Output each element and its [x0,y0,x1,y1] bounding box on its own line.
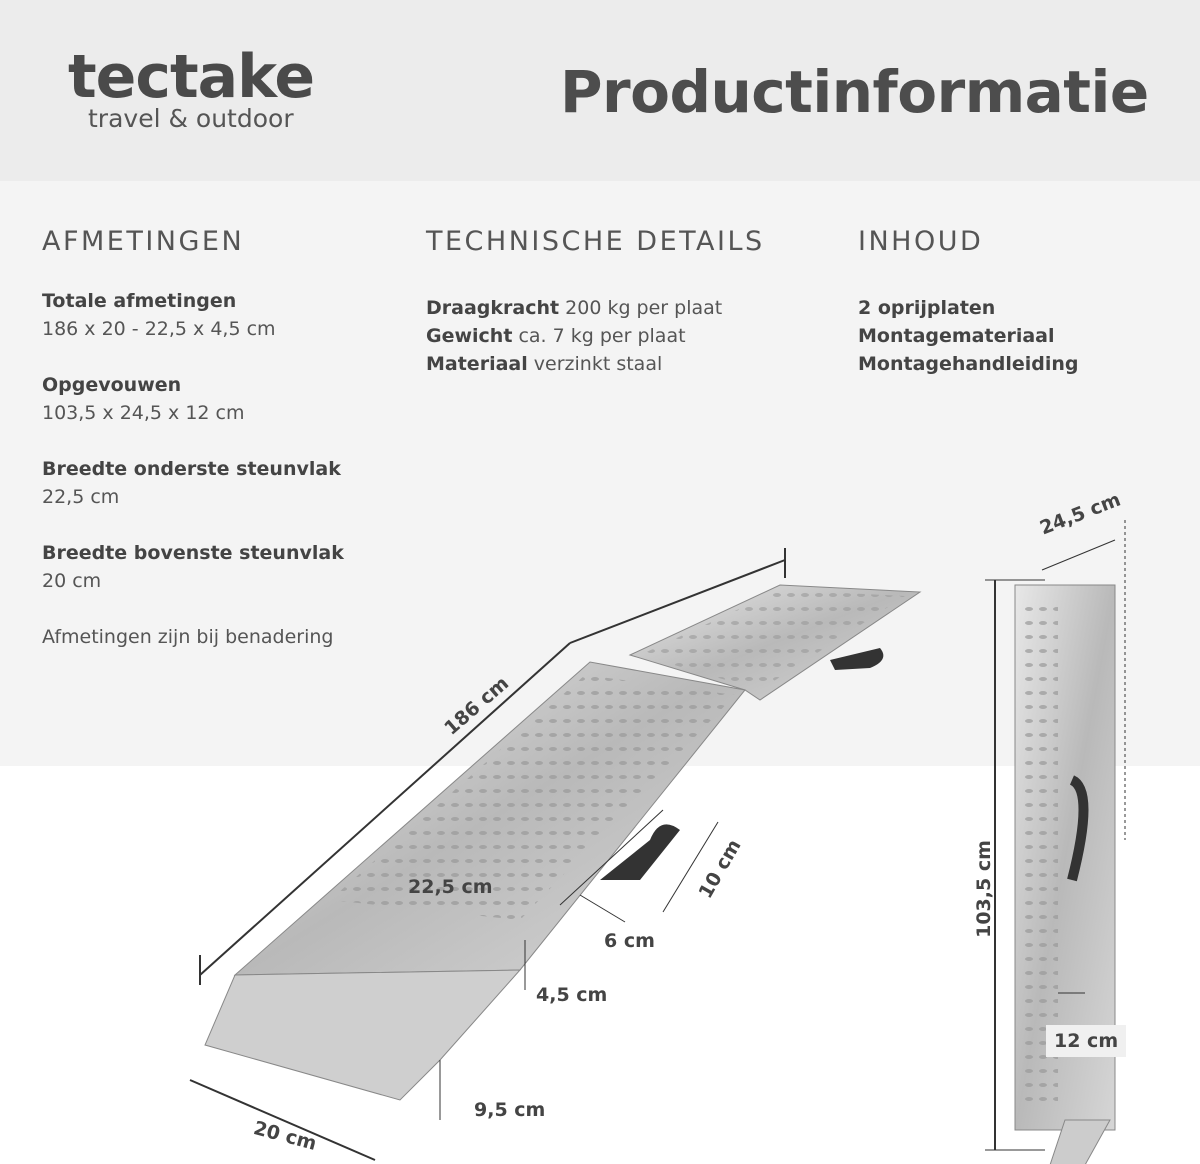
spec-value: 103,5 x 24,5 x 12 cm [42,402,245,424]
brand-tagline: travel & outdoor [88,104,294,133]
content-item: Montagehandleiding [858,353,1079,375]
spec-label: Draagkracht [426,297,560,319]
spec-label: Materiaal [426,353,528,375]
ramp-handle-upper [830,648,884,670]
dim-lower-width: 22,5 cm [408,876,493,898]
spec-value: 200 kg per plaat [565,297,723,319]
spec-value: ca. 7 kg per plaat [518,325,686,347]
content-item: Montagemateriaal [858,325,1055,347]
spec-label: Gewicht [426,325,513,347]
spec-label: Breedte onderste steunvlak [42,458,341,480]
content-item: 2 oprijplaten [858,297,996,319]
heading-technisch: TECHNISCHE DETAILS [426,226,765,257]
spec-label: Breedte bovenste steunvlak [42,542,344,564]
spec-label: Opgevouwen [42,374,182,396]
dim-height: 4,5 cm [536,984,608,1006]
dimension-lines [189,520,1126,1161]
ramp-foot [204,969,522,1101]
technisch-list: Draagkracht 200 kg per plaat Gewicht ca.… [426,294,722,378]
brand-logo: tectake [68,42,315,112]
spec-value: 22,5 cm [42,486,120,508]
note: Afmetingen zijn bij benadering [42,626,334,648]
heading-inhoud: INHOUD [858,226,984,257]
header-band [0,0,1200,181]
spec-value: verzinkt staal [533,353,663,375]
dim-folded-depth: 12 cm [1046,1025,1127,1057]
spec-value: 186 x 20 - 22,5 x 4,5 cm [42,318,276,340]
ramp-lower-grip [330,675,735,920]
page-title: Productinformatie [560,58,1149,126]
ramp-upper-plate-grip [640,590,905,690]
heading-afmetingen: AFMETINGEN [42,226,245,257]
dim-lip: 9,5 cm [474,1099,546,1121]
dim-handle-gap: 6 cm [604,930,655,952]
afmetingen-list: Totale afmetingen 186 x 20 - 22,5 x 4,5 c… [42,287,344,651]
inhoud-list: 2 oprijplaten Montagemateriaal Montageha… [858,294,1079,378]
spec-label: Totale afmetingen [42,290,237,312]
dim-folded-length: 103,5 cm [972,840,995,938]
ramp-handle [600,824,680,880]
spec-value: 20 cm [42,570,102,592]
